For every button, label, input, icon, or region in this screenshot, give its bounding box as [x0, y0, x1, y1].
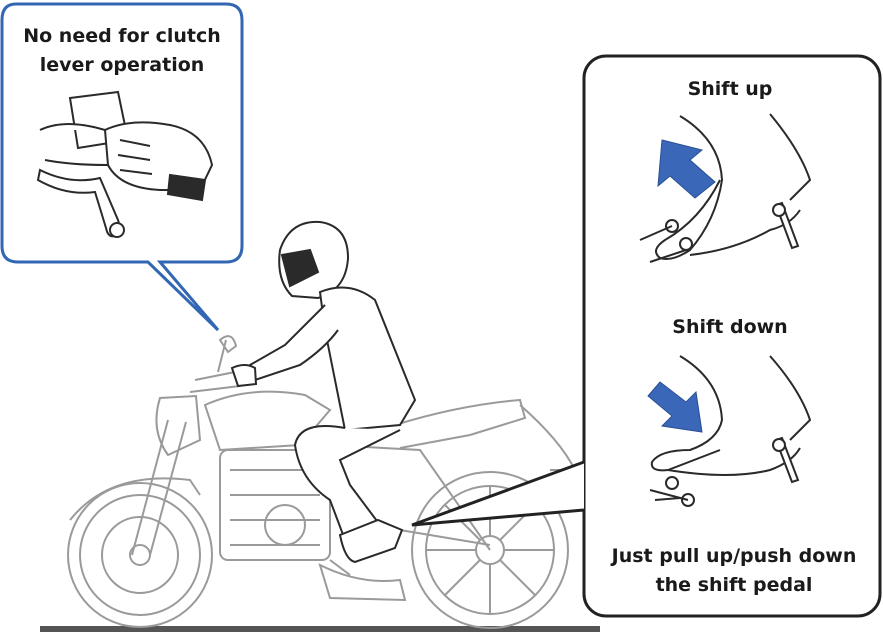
- clutch-callout-text: No need for clutch lever operation: [16, 22, 228, 80]
- grip-illustration: [36, 90, 214, 238]
- rider: [230, 220, 417, 564]
- shift-down-label: Shift down: [672, 316, 788, 338]
- shift-down-arrow-icon: [647, 381, 703, 433]
- shift-up-label: Shift up: [687, 78, 773, 100]
- ground-line: [40, 626, 600, 632]
- clutch-callout-line2: lever operation: [39, 54, 205, 76]
- instruction-line2: the shift pedal: [655, 574, 813, 596]
- instruction-line1: Just pull up/push down: [611, 545, 857, 567]
- shift-down-foot: [649, 355, 812, 507]
- shift-pedal-instruction: Just pull up/push down the shift pedal: [594, 542, 874, 600]
- shift-pointer-lines: [411, 460, 585, 527]
- shift-up-foot: [639, 113, 812, 263]
- clutch-callout-line1: No need for clutch: [23, 25, 221, 47]
- shift-up-arrow-icon: [657, 139, 716, 199]
- shift-panel-frame: [582, 54, 882, 618]
